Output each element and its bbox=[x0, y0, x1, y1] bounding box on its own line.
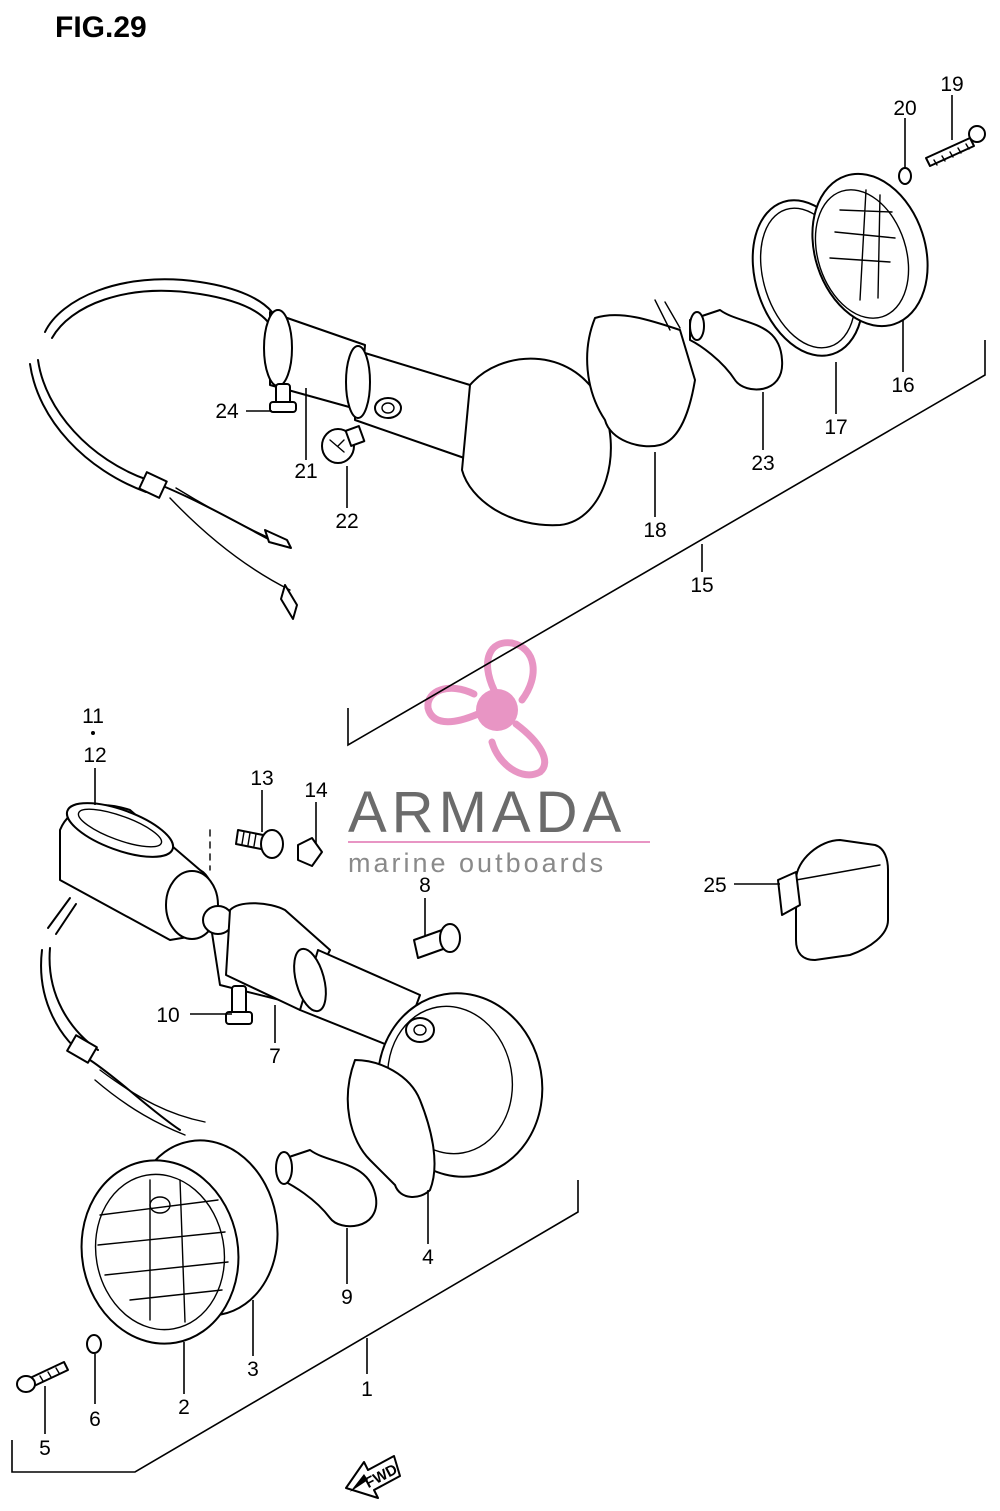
callout-24: 24 bbox=[215, 400, 239, 423]
callout-4: 4 bbox=[422, 1246, 434, 1269]
rear-lens bbox=[811, 172, 929, 328]
callout-23: 23 bbox=[751, 452, 774, 475]
assembly-bracket-front bbox=[11, 1180, 579, 1473]
front-bulb bbox=[279, 1149, 378, 1228]
callout-6: 6 bbox=[89, 1408, 101, 1431]
callout-15: 15 bbox=[690, 574, 713, 597]
callout-13: 13 bbox=[250, 767, 273, 790]
screw-10 bbox=[231, 985, 247, 1015]
arrow-icon bbox=[345, 1455, 401, 1499]
callout-19: 19 bbox=[940, 73, 963, 96]
callout-9: 9 bbox=[341, 1286, 353, 1309]
wire-lower bbox=[37, 359, 281, 546]
watermark-tagline: marine outboards bbox=[348, 848, 606, 878]
figure-title: FIG.29 bbox=[55, 11, 147, 44]
callout-25: 25 bbox=[703, 874, 726, 897]
wire-sleeve-front bbox=[66, 1034, 98, 1064]
nut-14 bbox=[297, 837, 323, 867]
rear-turn-signal-assembly bbox=[29, 125, 986, 747]
callout-16: 16 bbox=[891, 374, 914, 397]
callout-11: 11 bbox=[82, 705, 104, 728]
bulb-socket bbox=[586, 314, 696, 448]
callout-20: 20 bbox=[893, 97, 916, 120]
callout-5: 5 bbox=[39, 1437, 51, 1460]
front-washer bbox=[86, 1334, 102, 1354]
flasher-relay bbox=[795, 839, 889, 961]
callout-12: 12 bbox=[83, 744, 106, 767]
callout-3: 3 bbox=[247, 1358, 259, 1381]
callout-7: 7 bbox=[269, 1045, 281, 1068]
watermark: ARMADA marine outboards bbox=[348, 639, 650, 878]
callout-17: 17 bbox=[824, 416, 847, 439]
front-lens bbox=[80, 1159, 240, 1345]
wire-sleeve bbox=[138, 471, 168, 499]
front-socket bbox=[346, 1059, 436, 1198]
leader-lines bbox=[44, 95, 953, 1434]
assembly-bracket-rear bbox=[347, 340, 986, 747]
callout-8: 8 bbox=[419, 874, 431, 897]
rear-washer bbox=[898, 167, 912, 185]
wire-upper bbox=[44, 278, 273, 333]
callout-21: 21 bbox=[294, 460, 317, 483]
callouts: 19 20 16 17 23 18 15 24 21 22 11 12 13 1… bbox=[39, 73, 964, 1460]
watermark-brand: ARMADA bbox=[348, 780, 626, 845]
callout-1: 1 bbox=[361, 1378, 373, 1401]
rear-body bbox=[461, 357, 612, 527]
callout-2: 2 bbox=[178, 1396, 190, 1419]
rear-bulb bbox=[689, 309, 784, 391]
wire-terminal bbox=[264, 529, 292, 549]
callout-14: 14 bbox=[304, 779, 328, 802]
callout-22: 22 bbox=[335, 510, 358, 533]
callout-10: 10 bbox=[156, 1004, 179, 1027]
front-turn-signal-assembly bbox=[11, 802, 889, 1473]
fwd-direction-badge: FWD bbox=[345, 1455, 401, 1499]
propeller-icon bbox=[424, 639, 549, 779]
callout-18: 18 bbox=[643, 519, 666, 542]
